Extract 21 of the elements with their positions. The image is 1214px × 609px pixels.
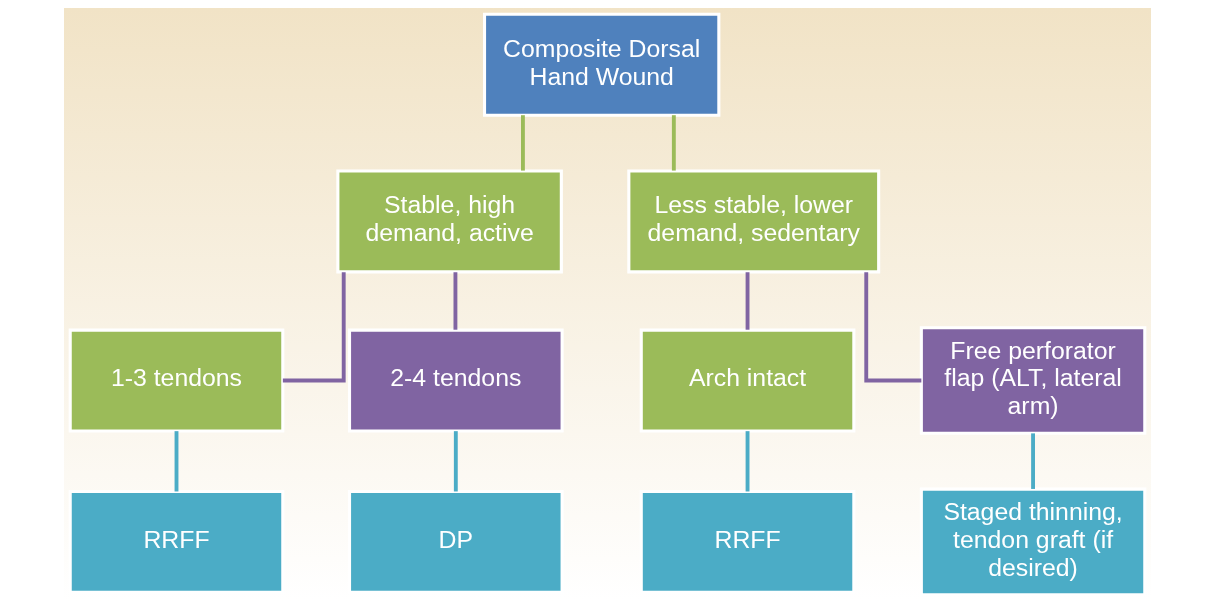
node-box: RRFF — [68, 489, 284, 594]
node-box: Arch intact — [639, 328, 855, 433]
node-box: Stable, high demand, active — [335, 169, 563, 274]
node-box: DP — [347, 489, 564, 594]
connector — [282, 272, 346, 383]
connector — [671, 115, 676, 171]
connector — [1030, 433, 1035, 489]
node-box: 2-4 tendons — [347, 328, 564, 433]
connector — [453, 272, 457, 330]
node-box: Staged thinning, tendon graft (if desired) — [919, 487, 1146, 597]
node-box: RRFF — [639, 489, 855, 594]
connector — [520, 115, 525, 171]
node-box: Composite Dorsal Hand Wound — [482, 12, 720, 117]
node-box: 1-3 tendons — [68, 328, 284, 433]
node-box: Free perforator flap (ALT, lateral arm) — [919, 326, 1146, 435]
node-box: Less stable, lower demand, sedentary — [626, 169, 880, 274]
connector — [863, 272, 921, 383]
connector — [174, 431, 178, 492]
connector — [453, 431, 458, 492]
connector — [745, 431, 749, 492]
connector — [745, 272, 749, 330]
